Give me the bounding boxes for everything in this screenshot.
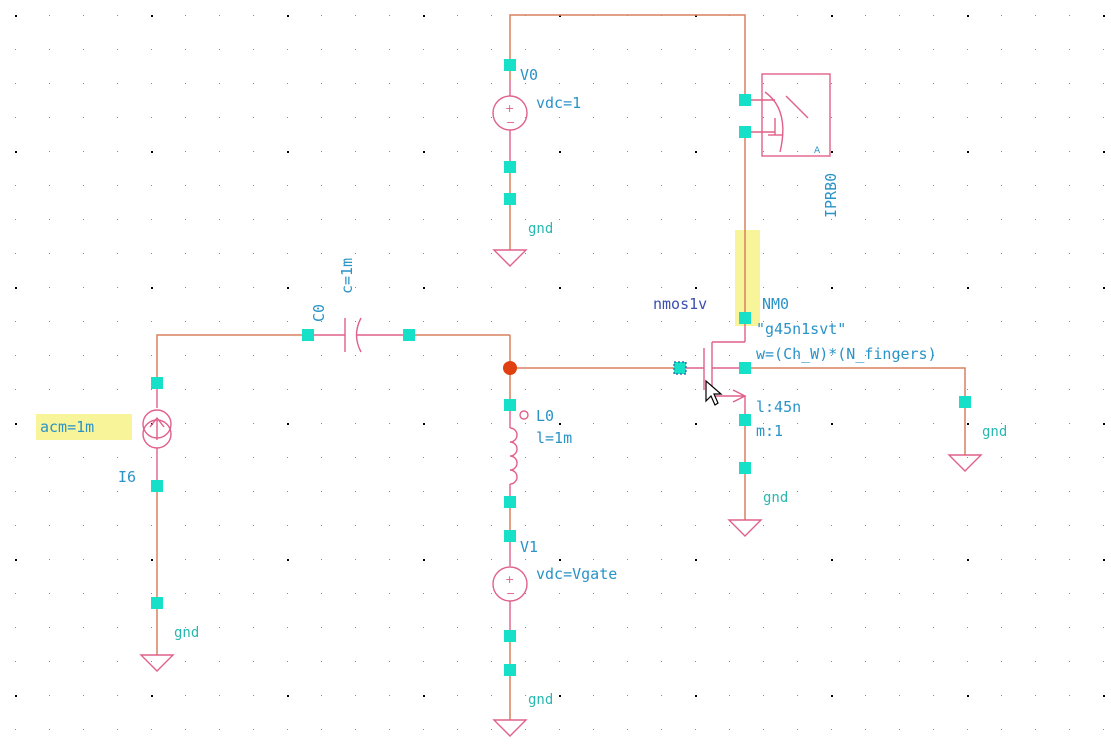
selection-highlight-acm-label (36, 414, 132, 440)
pin-c0-left[interactable] (302, 329, 314, 341)
v1-minus-icon: − (506, 587, 515, 600)
nm0-width-label: w=(Ch_W)*(N_fingers) (756, 345, 937, 363)
pin-probe-top[interactable] (739, 94, 751, 106)
pin-nm0-source[interactable] (739, 414, 751, 426)
gnd-bulk-label: gnd (982, 424, 1007, 440)
nm0-length-label: l:45n (756, 398, 801, 416)
v0-minus-icon: − (506, 116, 515, 129)
pin-v1-gnd[interactable] (504, 664, 516, 676)
nm0-multiplier-label: m:1 (756, 422, 783, 440)
nm0-name-label: NM0 (762, 295, 789, 313)
grid-dots (15, 15, 1105, 730)
nm0-cell-label: nmos1v (653, 295, 707, 313)
c0-value-label: c=1m (338, 258, 356, 294)
pin-v0-top[interactable] (504, 59, 516, 71)
gnd-source-icon[interactable] (727, 519, 763, 537)
wire-i6-to-c0[interactable] (156, 334, 308, 383)
pin-l0-top[interactable] (504, 399, 516, 411)
gnd-i6-label: gnd (174, 625, 199, 641)
junction-dot (503, 361, 517, 375)
pin-i6-top[interactable] (151, 377, 163, 389)
wire-top-loop[interactable] (509, 14, 746, 100)
v0-name-label: V0 (520, 66, 538, 84)
nm0-nmos-transistor[interactable] (680, 318, 747, 420)
l0-inductor[interactable] (509, 405, 529, 502)
gnd-i6-icon[interactable] (139, 654, 175, 672)
pin-probe-bottom[interactable] (739, 126, 751, 138)
pins[interactable] (151, 59, 971, 676)
l0-name-label: L0 (536, 407, 554, 425)
v1-name-label: V1 (520, 538, 538, 556)
pin-nm0-gate[interactable] (673, 361, 687, 375)
gnd-v0-label: gnd (528, 221, 553, 237)
wire-bulk-to-gnd[interactable] (745, 367, 966, 402)
v0-value-label: vdc=1 (536, 94, 581, 112)
pin-source-gnd[interactable] (739, 462, 751, 474)
c0-name-label: C0 (310, 304, 328, 322)
gnd-v0-icon[interactable] (492, 249, 528, 267)
v1-value-label: vdc=Vgate (536, 565, 617, 583)
i6-current-source[interactable] (142, 383, 172, 486)
v0-plus-icon: + (505, 102, 514, 115)
pin-i6-bottom[interactable] (151, 480, 163, 492)
pin-i6-gnd[interactable] (151, 597, 163, 609)
pin-l0-bottom[interactable] (504, 496, 516, 508)
probe-name-label: IPRB0 (822, 173, 840, 218)
gnd-bulk-icon[interactable] (947, 454, 983, 472)
wires[interactable] (156, 14, 966, 720)
nm0-model-label: "g45n1svt" (756, 320, 846, 338)
v1-plus-icon: + (505, 573, 514, 586)
gnd-v1-label: gnd (528, 692, 553, 708)
v0-dc-source[interactable]: + − (492, 80, 528, 168)
pin-nm0-drain[interactable] (739, 312, 751, 324)
gnd-v1-icon[interactable] (492, 719, 528, 737)
l0-value-label: l=1m (536, 429, 572, 447)
ground-symbols[interactable] (139, 249, 983, 737)
mouse-cursor-icon (705, 379, 723, 406)
pin-v1-top[interactable] (504, 530, 516, 542)
pin-bulk-gnd[interactable] (959, 396, 971, 408)
pin-v1-bottom[interactable] (504, 630, 516, 642)
pin-v0-gnd[interactable] (504, 193, 516, 205)
selection-highlight-drain-wire (735, 230, 760, 326)
current-probe-iprb0[interactable] (745, 73, 831, 157)
probe-corner-label: A (814, 146, 821, 156)
i6-name-label: I6 (118, 468, 136, 486)
gnd-source-label: gnd (763, 490, 788, 506)
i6-value-label: acm=1m (40, 418, 94, 436)
c0-capacitor[interactable] (308, 317, 409, 353)
pin-c0-right[interactable] (403, 329, 415, 341)
pin-v0-bottom[interactable] (504, 161, 516, 173)
pin-nm0-bulk[interactable] (739, 362, 751, 374)
